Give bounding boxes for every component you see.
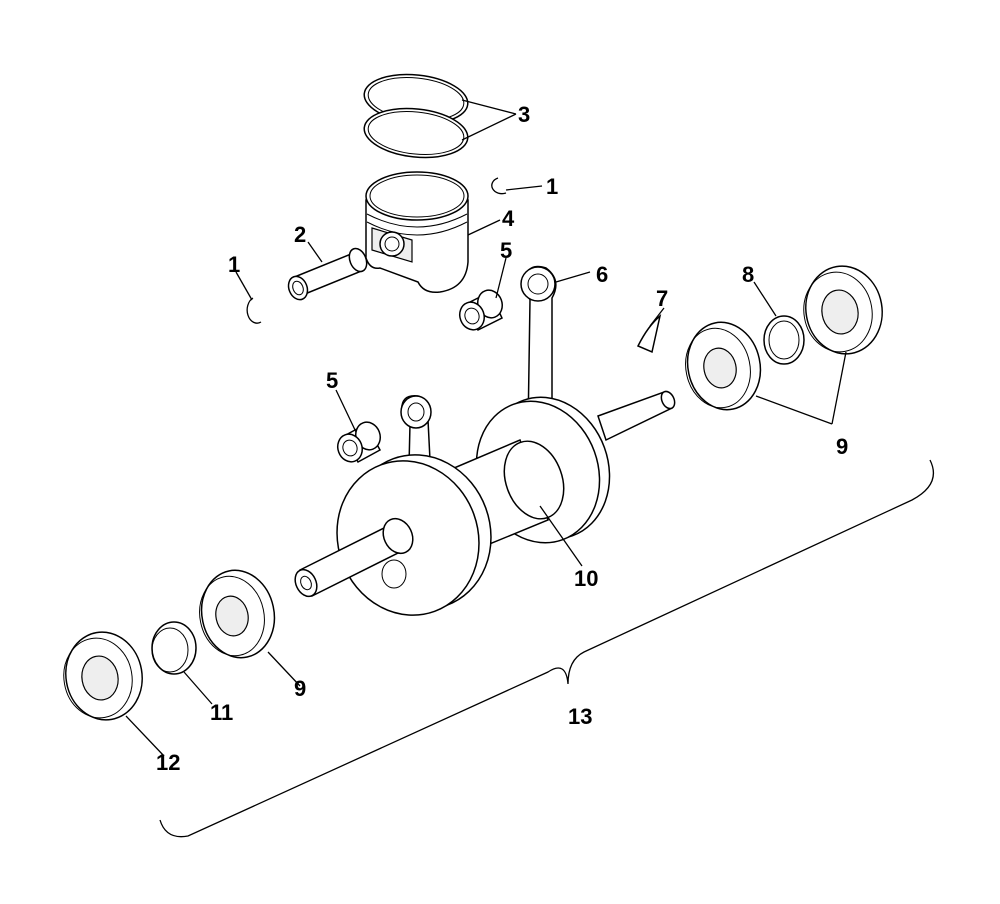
woodruff-key bbox=[636, 314, 662, 354]
piston-pin bbox=[287, 247, 368, 301]
leader-lines bbox=[125, 99, 847, 757]
callout-1-left: 1 bbox=[228, 252, 240, 277]
callout-5-upper: 5 bbox=[500, 238, 512, 263]
bearing-right-inner bbox=[685, 321, 762, 411]
shim-ring bbox=[763, 315, 805, 365]
callout-4: 4 bbox=[502, 206, 515, 231]
callout-8: 8 bbox=[742, 262, 754, 287]
crankshaft bbox=[294, 390, 676, 616]
needle-bearing-upper bbox=[458, 289, 504, 332]
callout-6: 6 bbox=[596, 262, 608, 287]
callout-11: 11 bbox=[210, 700, 233, 725]
oil-seal bbox=[63, 631, 143, 721]
callouts: 3 1 4 2 1 5 6 7 8 9 5 10 9 11 12 13 bbox=[156, 102, 848, 775]
callout-1-right: 1 bbox=[546, 174, 558, 199]
callout-7: 7 bbox=[656, 286, 668, 311]
piston-rings bbox=[363, 73, 469, 159]
callout-9-left: 9 bbox=[294, 676, 306, 701]
callout-5-lower: 5 bbox=[326, 368, 338, 393]
callout-9-right: 9 bbox=[836, 434, 848, 459]
needle-bearing-lower bbox=[336, 421, 382, 464]
connecting-rod-rear bbox=[520, 265, 557, 432]
callout-10: 10 bbox=[574, 566, 598, 591]
callout-3: 3 bbox=[518, 102, 530, 127]
bearing-left bbox=[199, 569, 276, 659]
callout-12: 12 bbox=[156, 750, 180, 775]
callout-2: 2 bbox=[294, 222, 306, 247]
bearing-right-outer bbox=[803, 265, 883, 355]
piston bbox=[365, 171, 469, 294]
assembly-brace bbox=[159, 459, 935, 838]
callout-13: 13 bbox=[568, 704, 592, 729]
circlips bbox=[246, 177, 507, 324]
spacer-ring bbox=[151, 621, 197, 675]
